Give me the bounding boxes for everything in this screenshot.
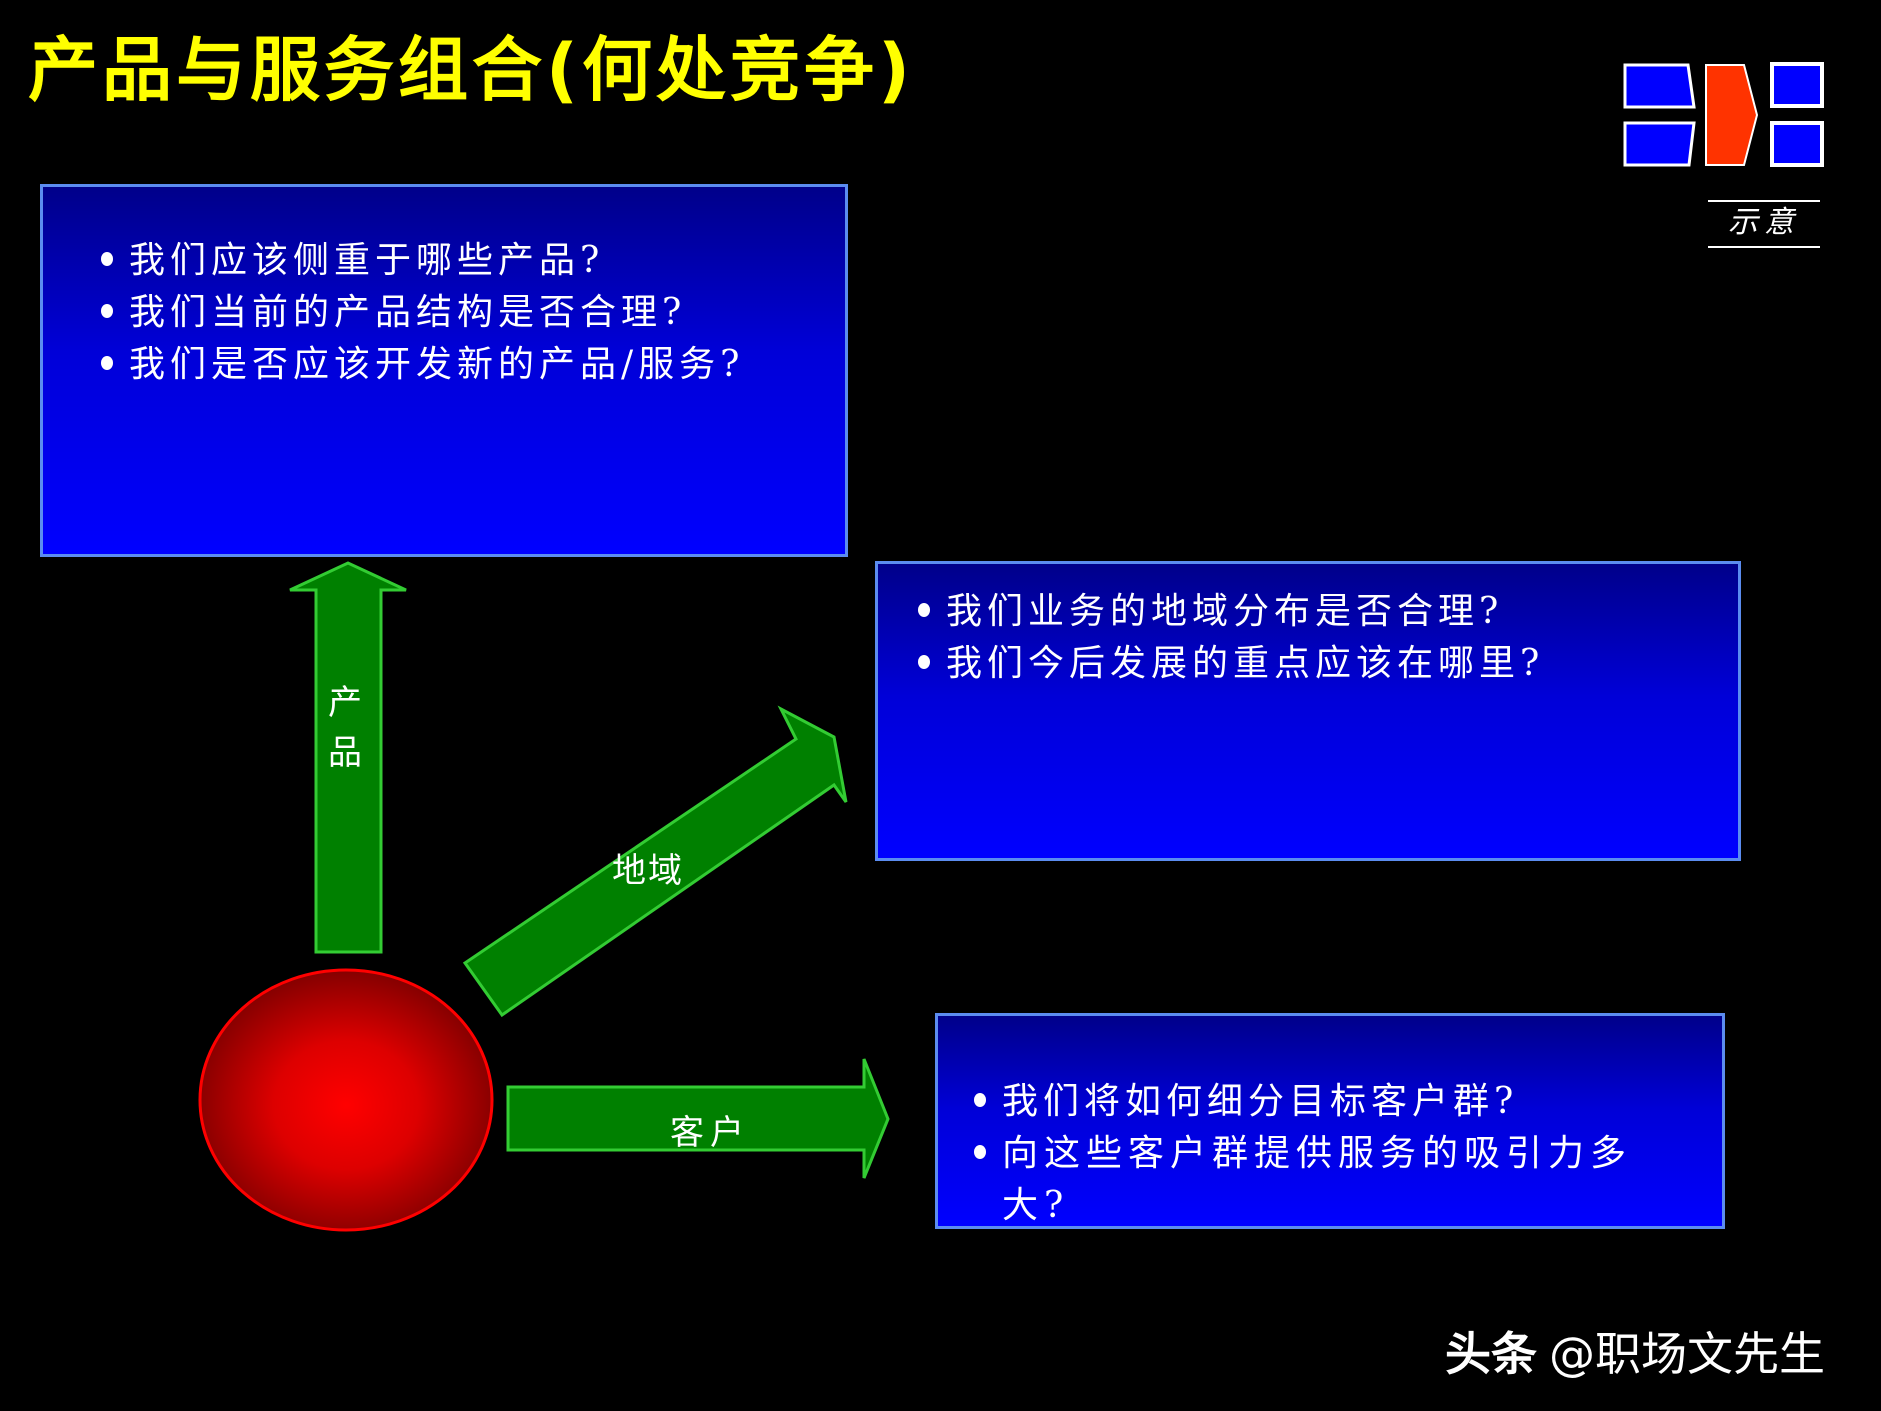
- bullet-icon: [101, 304, 113, 318]
- watermark-handle: @职场文先生: [1549, 1327, 1825, 1381]
- customer-questions-box: 我们将如何细分目标客户群? 向这些客户群提供服务的吸引力多大?: [935, 1013, 1725, 1229]
- core-sphere: [198, 968, 494, 1232]
- watermark: 头条@职场文先生: [1445, 1318, 1825, 1384]
- question-item: 我们应该侧重于哪些产品?: [91, 235, 744, 287]
- illustrative-tag: 示意: [1708, 200, 1820, 248]
- product-arrow: [289, 561, 407, 954]
- product-arrow-label: 产品: [328, 683, 364, 773]
- customer-arrow-label: 客户: [670, 1113, 750, 1153]
- question-item: 我们将如何细分目标客户群?: [964, 1076, 1684, 1128]
- process-logo-icon: [1623, 62, 1824, 167]
- region-arrow: [462, 705, 848, 1018]
- customer-arrow: [506, 1058, 890, 1179]
- slide-title: 产品与服务组合(何处竞争): [28, 29, 914, 111]
- question-item: 向这些客户群提供服务的吸引力多大?: [964, 1128, 1684, 1232]
- bullet-icon: [918, 603, 930, 617]
- watermark-brand: 头条: [1445, 1327, 1537, 1381]
- product-questions-box: 我们应该侧重于哪些产品? 我们当前的产品结构是否合理? 我们是否应该开发新的产品…: [40, 184, 848, 557]
- region-arrow-label: 地域: [612, 851, 684, 891]
- bullet-icon: [101, 252, 113, 266]
- bullet-icon: [101, 356, 113, 370]
- region-questions-box: 我们业务的地域分布是否合理? 我们今后发展的重点应该在哪里?: [875, 561, 1741, 861]
- question-item: 我们业务的地域分布是否合理?: [908, 586, 1544, 638]
- question-item: 我们今后发展的重点应该在哪里?: [908, 638, 1544, 690]
- bullet-icon: [918, 655, 930, 669]
- bullet-icon: [974, 1145, 986, 1159]
- question-item: 我们是否应该开发新的产品/服务?: [91, 339, 744, 391]
- question-item: 我们当前的产品结构是否合理?: [91, 287, 744, 339]
- bullet-icon: [974, 1093, 986, 1107]
